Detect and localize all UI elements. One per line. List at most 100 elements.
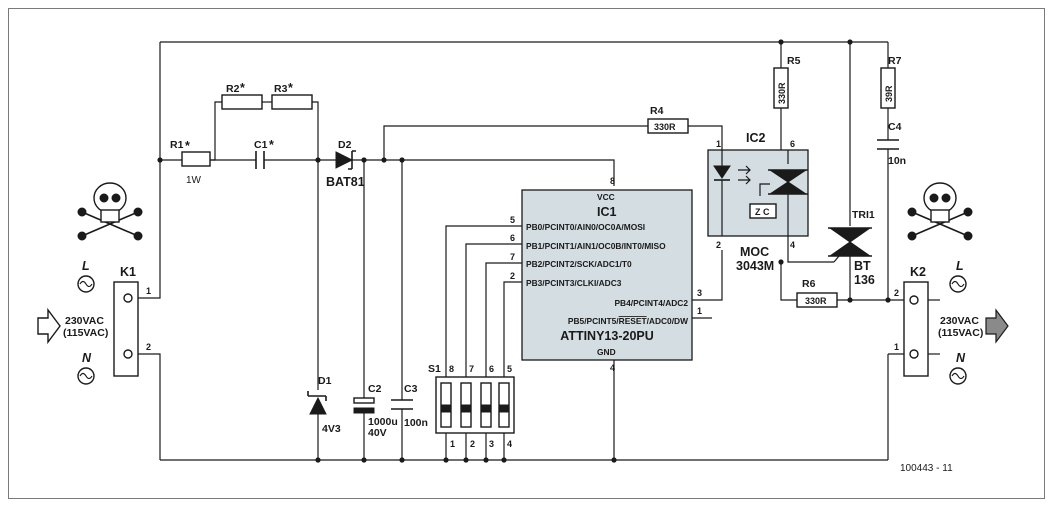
s1-bottom-pin-4: 4 [507, 439, 512, 449]
r3-mark: * [288, 81, 293, 95]
c1-mark: * [269, 138, 274, 152]
ic1-pin1-number: 1 [697, 306, 702, 316]
s1-top-pin-3: 6 [489, 364, 494, 374]
c1-capacitor: C1 * [254, 138, 274, 169]
ic1-pin2-number: 2 [510, 271, 515, 281]
input-voltage-alt: (115VAC) [63, 327, 108, 339]
k1-line-label: L [82, 259, 90, 273]
k2-pin2: 2 [894, 288, 899, 298]
c3-value: 100n [404, 417, 428, 429]
ic1-pin7-number: 7 [510, 252, 515, 262]
k2-terminal: K2 2 1 [894, 265, 929, 377]
c4-ref: C4 [888, 121, 902, 133]
s1-dip-switch: S1 8 7 6 5 1 2 3 4 [428, 363, 515, 449]
ic2-pin1: 1 [716, 139, 721, 149]
schematic-border [8, 8, 1045, 499]
c3-capacitor: C3 100n [391, 383, 428, 429]
ic1-pin2-name: PB3/PCINT3/CLKI/ADC3 [526, 278, 622, 288]
r7-value: 39R [884, 85, 894, 102]
k1-line-ac-icon [77, 275, 95, 293]
tri1-value: BT [854, 259, 871, 273]
s1-bottom-pin-2: 2 [470, 439, 475, 449]
output-voltage: 230VAC [940, 315, 979, 327]
skull-crossbones-icon [77, 182, 143, 241]
r1-resistor: R1 * 1W [170, 139, 211, 186]
junction-dots [157, 39, 891, 463]
k1-terminal: K1 1 2 [113, 265, 151, 377]
r4-value: 330R [654, 122, 676, 132]
r1-value: 1W [186, 175, 202, 186]
ic1-vcc: VCC [597, 192, 615, 202]
input-arrow-icon [37, 307, 61, 345]
ic2-part2: 3043M [736, 259, 774, 273]
r6-ref: R6 [802, 278, 816, 290]
ic1-part: ATTINY13-20PU [560, 329, 654, 343]
d1-zener: D1 4V3 [307, 375, 341, 435]
output-voltage-alt: (115VAC) [938, 327, 983, 339]
c4-value: 10n [888, 155, 906, 167]
s1-bottom-pin-3: 3 [489, 439, 494, 449]
r7-resistor: R7 39R [880, 55, 902, 109]
k1-neutral-ac-icon [77, 367, 95, 385]
r3-resistor: R3 * [271, 81, 313, 110]
k1-pin2: 2 [146, 342, 151, 352]
c1-ref: C1 [254, 139, 268, 151]
r4-ref: R4 [650, 105, 664, 117]
ic1-pin1-name: PB5/PCINT5/RESET/ADC0/DW [568, 316, 688, 326]
r2-resistor: R2 * [221, 81, 263, 110]
d2-value: BAT81 [326, 175, 365, 189]
ic2-pin2: 2 [716, 240, 721, 250]
k1-label: K1 [120, 265, 136, 279]
k2-neutral-label: N [956, 351, 966, 365]
ic1-gnd-pin-number: 4 [610, 363, 615, 373]
figure-id: 100443 - 11 [900, 463, 953, 474]
ic1-ref: IC1 [597, 205, 617, 219]
ic1-vcc-pin-number: 8 [610, 176, 615, 186]
c4-capacitor: C4 10n [877, 121, 906, 167]
ic1-pin6-name: PB1/PCINT1/AIN1/OC0B/INT0/MISO [526, 241, 666, 251]
s1-ref: S1 [428, 363, 441, 375]
s1-top-pin-1: 8 [449, 364, 454, 374]
ic1-pin6-number: 6 [510, 233, 515, 243]
skull-crossbones-icon [907, 182, 973, 241]
s1-bottom-pin-1: 1 [450, 439, 455, 449]
ic2-part: MOC [740, 245, 769, 259]
ic1-pin7-name: PB2/PCINT2/SCK/ADC1/T0 [526, 259, 632, 269]
ic1-microcontroller: VCC IC1 PB0/PCINT0/AIN0/OC0A/MOSI PB1/PC… [521, 189, 693, 361]
s1-top-pin-2: 7 [469, 364, 474, 374]
ic1-pin3-name: PB4/PCINT4/ADC2 [614, 298, 688, 308]
k2-line-ac-icon [949, 275, 967, 293]
d2-ref: D2 [338, 139, 352, 151]
c2-ref: C2 [368, 383, 382, 395]
r1-ref: R1 [170, 139, 184, 151]
r5-ref: R5 [787, 55, 801, 67]
r6-value: 330R [805, 296, 827, 306]
ic1-pin5-name: PB0/PCINT0/AIN0/OC0A/MOSI [526, 222, 645, 232]
r1-mark: * [185, 139, 190, 153]
k1-line-wire [138, 42, 161, 299]
ic1-gnd: GND [597, 347, 616, 357]
k1-pin1: 1 [146, 286, 151, 296]
ic1-pin5-number: 5 [510, 215, 515, 225]
k1-neutral-wire [138, 353, 161, 460]
k2-neutral-ac-icon [949, 367, 967, 385]
r7-ref: R7 [888, 55, 902, 67]
tri1-value2: 136 [854, 273, 875, 287]
d1-value: 4V3 [322, 423, 341, 435]
c3-ref: C3 [404, 383, 418, 395]
r2-ref: R2 [226, 83, 240, 95]
ic2-zc: Z C [755, 207, 770, 217]
c2-value: 1000u [368, 416, 398, 428]
k2-label: K2 [910, 265, 926, 279]
s1-top-pin-4: 5 [507, 364, 512, 374]
r5-value: 330R [777, 82, 787, 104]
r6-resistor: R6 330R [796, 278, 838, 308]
r5-resistor: R5 330R [773, 55, 801, 109]
d1-ref: D1 [318, 375, 332, 387]
output-arrow-icon [985, 308, 1009, 344]
ic1-pin3-number: 3 [697, 288, 702, 298]
d2-diode: D2 BAT81 [326, 139, 365, 189]
ic2-ref: IC2 [746, 131, 766, 145]
k1-neutral-label: N [82, 351, 92, 365]
